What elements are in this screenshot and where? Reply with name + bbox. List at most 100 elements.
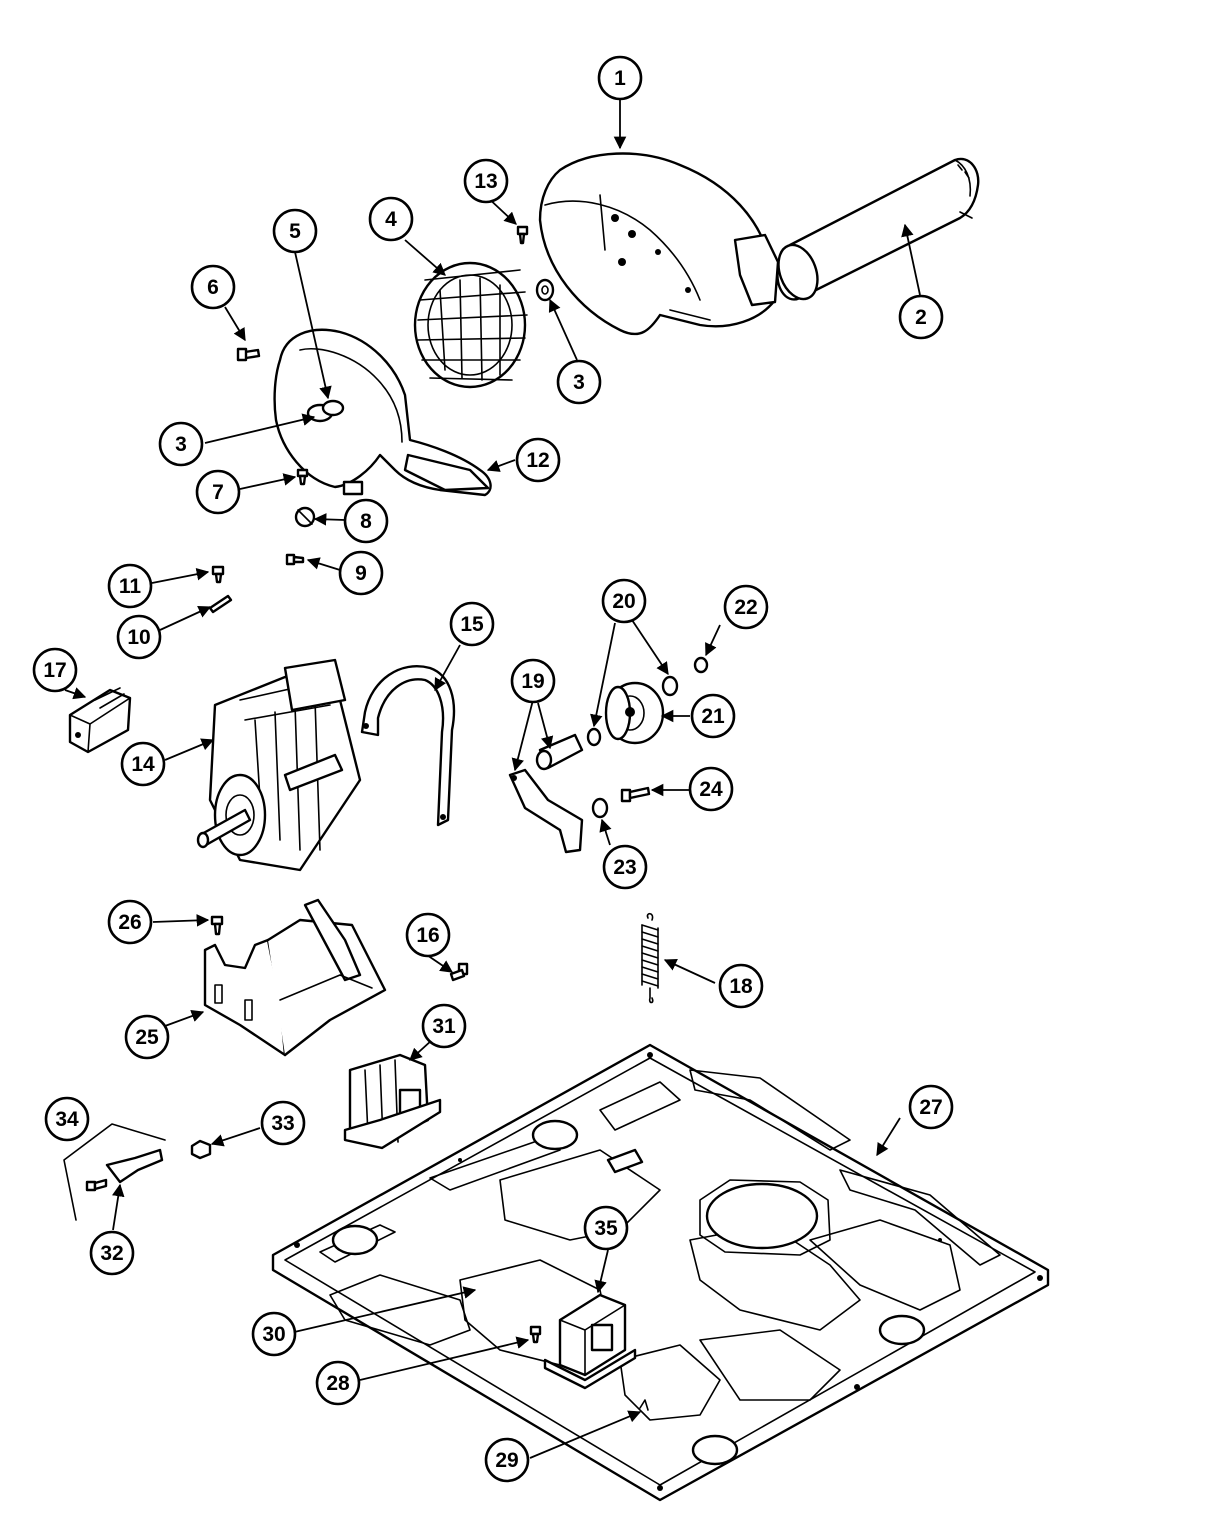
base-frame-part — [271, 1043, 1050, 1502]
nut-33-part — [190, 1139, 212, 1160]
callout-8: 8 — [343, 498, 389, 544]
callout-34-label: 34 — [55, 1108, 79, 1131]
callout-16: 16 — [405, 912, 451, 958]
screw-24-part — [620, 786, 651, 803]
heater-duct-part — [776, 157, 980, 301]
callout-19-label: 19 — [521, 670, 544, 693]
callout-6-label: 6 — [207, 276, 219, 299]
callout-34: 34 — [44, 1096, 90, 1142]
callout-21-label: 21 — [701, 705, 725, 728]
washer-23-part — [591, 797, 609, 819]
callout-15: 15 — [449, 601, 495, 647]
callout-11-label: 11 — [119, 575, 142, 598]
callout-6: 6 — [190, 264, 236, 310]
callout-25: 25 — [124, 1014, 170, 1060]
callout-30: 30 — [251, 1311, 297, 1357]
callout-29-label: 29 — [495, 1449, 518, 1472]
callout-29: 29 — [484, 1437, 530, 1483]
callout-4: 4 — [368, 196, 414, 242]
callout-26-label: 26 — [118, 911, 141, 934]
callout-4-label: 4 — [385, 208, 397, 231]
screw-13-part — [516, 225, 529, 245]
motor-part — [196, 658, 362, 872]
washer-22-part — [693, 656, 709, 674]
idler-pin-part — [535, 733, 584, 771]
callout-10: 10 — [116, 614, 162, 660]
callout-13: 13 — [463, 158, 509, 204]
leader-lines — [64, 100, 921, 1459]
idler-pulley-part — [604, 681, 665, 745]
callout-28: 28 — [315, 1360, 361, 1406]
callout-20: 20 — [601, 578, 647, 624]
callout-27: 27 — [908, 1084, 954, 1130]
motor-mount-part — [203, 898, 387, 1057]
callout-12-label: 12 — [526, 449, 549, 472]
bracket-34-part — [63, 1123, 166, 1221]
callout-1-label: 1 — [614, 67, 626, 90]
clip-8-part — [294, 506, 316, 528]
callout-24: 24 — [688, 766, 734, 812]
callout-28-label: 28 — [326, 1372, 350, 1395]
callout-14: 14 — [120, 741, 166, 787]
washer-20a-part — [586, 727, 602, 747]
callout-2-label: 2 — [915, 306, 927, 329]
screw-7-part — [296, 468, 309, 486]
callout-13-label: 13 — [474, 170, 497, 193]
callout-22-label: 22 — [734, 596, 757, 619]
callout-7-label: 7 — [212, 481, 224, 504]
blower-cover-part — [273, 328, 492, 497]
terminal-block-part — [68, 687, 132, 754]
callout-23: 23 — [602, 844, 648, 890]
callout-23-label: 23 — [613, 856, 636, 879]
callout-3b: 3 — [158, 421, 204, 467]
callout-32: 32 — [89, 1230, 135, 1276]
callout-10-label: 10 — [127, 626, 150, 649]
blower-housing-part — [538, 152, 780, 336]
callout-2: 2 — [898, 294, 944, 340]
transformer-31-part — [343, 1053, 442, 1150]
callout-33: 33 — [260, 1100, 306, 1146]
callout-14-label: 14 — [131, 753, 155, 776]
callout-21: 21 — [690, 693, 736, 739]
callout-11: 11 — [107, 563, 153, 609]
callout-19: 19 — [510, 658, 556, 704]
callout-17: 17 — [32, 647, 78, 693]
callout-20-label: 20 — [612, 590, 635, 613]
callout-30-label: 30 — [262, 1323, 285, 1346]
spring-part — [641, 912, 659, 1004]
callout-31: 31 — [421, 1003, 467, 1049]
callout-25-label: 25 — [135, 1026, 159, 1049]
callout-27-label: 27 — [919, 1096, 942, 1119]
callout-9: 9 — [338, 550, 384, 596]
callout-18-label: 18 — [729, 975, 753, 998]
callout-8-label: 8 — [360, 510, 372, 533]
clip-32-part — [85, 1148, 164, 1192]
motor-strap-part — [360, 665, 456, 827]
callout-17-label: 17 — [43, 659, 66, 682]
callout-9-label: 9 — [355, 562, 367, 585]
transformer-35-part — [543, 1293, 637, 1390]
washer-20b-part — [661, 675, 679, 697]
callout-5-label: 5 — [289, 220, 301, 243]
blower-wheel-part — [413, 261, 528, 389]
callout-15-label: 15 — [460, 613, 484, 636]
callout-24-label: 24 — [699, 778, 723, 801]
washer-3-part — [535, 278, 555, 302]
idler-arm-part — [508, 768, 584, 854]
screw-9-part — [285, 553, 305, 566]
screw-6-part — [236, 347, 261, 362]
callout-33-label: 33 — [271, 1112, 294, 1135]
callout-16-label: 16 — [416, 924, 439, 947]
callout-35-label: 35 — [594, 1217, 618, 1240]
callout-22: 22 — [723, 584, 769, 630]
callout-5: 5 — [272, 208, 318, 254]
callout-3b-label: 3 — [175, 433, 187, 456]
callout-7: 7 — [195, 469, 241, 515]
callout-3a: 3 — [556, 359, 602, 405]
clip-29-part — [639, 1399, 649, 1411]
screw-16-part — [449, 962, 469, 982]
callout-35: 35 — [583, 1205, 629, 1251]
callout-18: 18 — [718, 963, 764, 1009]
callout-31-label: 31 — [432, 1015, 456, 1038]
